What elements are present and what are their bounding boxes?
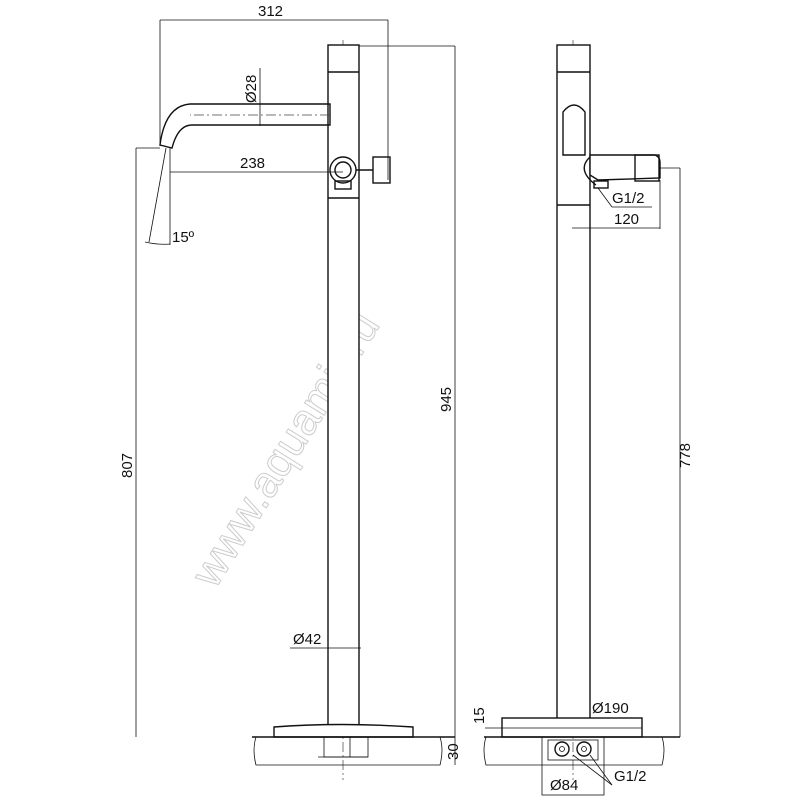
dim-inlet-reach: 120 — [614, 211, 639, 228]
front-view: 15º 312 Ø28 238 945 807 Ø42 30 — [119, 3, 462, 780]
floor-box — [541, 736, 605, 796]
inlet-fitting — [589, 154, 661, 181]
spout-slot — [562, 104, 586, 156]
dim-floor-box-diameter: Ø84 — [550, 777, 578, 794]
base-plate-front — [273, 723, 414, 738]
dim-inlet-thread: G1/2 — [612, 190, 645, 207]
base-plate-side — [501, 717, 643, 738]
dim-spout-diameter: Ø28 — [243, 75, 260, 103]
handle — [329, 156, 357, 184]
dim-floor-depth: 30 — [445, 743, 462, 760]
column-front — [327, 44, 360, 728]
spout — [159, 103, 331, 149]
dim-total-height: 945 — [438, 387, 455, 412]
dim-base-thickness: 15 — [471, 707, 488, 724]
dim-inlet-height: 778 — [677, 443, 694, 468]
dim-floor-thread: G1/2 — [614, 768, 647, 785]
dim-column-diameter: Ø42 — [293, 631, 321, 648]
dim-base-diameter: Ø190 — [592, 700, 629, 717]
dim-spout-reach: 238 — [240, 155, 265, 172]
dim-total-reach: 312 — [258, 3, 283, 20]
dim-spout-angle: 15º — [172, 229, 195, 246]
side-view: G1/2 120 778 Ø190 15 G1/2 Ø84 — [471, 40, 694, 796]
handle-knob — [372, 156, 391, 184]
dim-spout-height: 807 — [119, 453, 136, 478]
